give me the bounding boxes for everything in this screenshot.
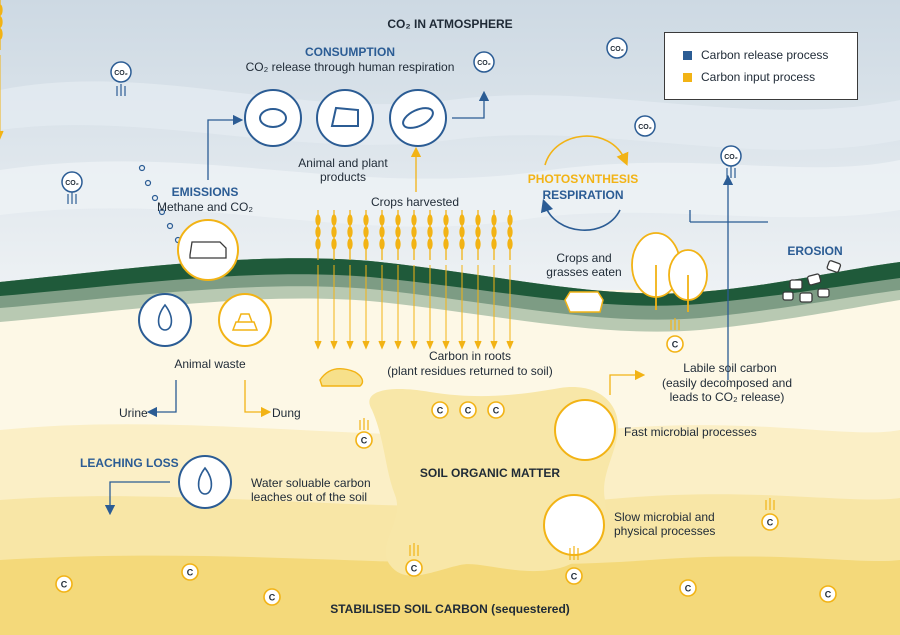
water-drop-icon	[178, 455, 232, 509]
emissions-desc: Methane and CO₂	[156, 200, 254, 214]
animal-plant-products-label: Animal and plant products	[298, 156, 388, 184]
carbon-marker: C	[355, 431, 373, 449]
co2-marker: CO₂	[606, 37, 628, 59]
svg-text:CO₂: CO₂	[610, 46, 624, 53]
carbon-marker: C	[181, 563, 199, 581]
respiration-label: RESPIRATION	[542, 188, 624, 202]
carbon-marker: C	[431, 401, 449, 419]
svg-text:C: C	[187, 568, 194, 578]
carbon-marker: C	[263, 588, 281, 606]
legend: Carbon release process Carbon input proc…	[664, 32, 858, 100]
animal-waste-label: Animal waste	[174, 357, 246, 371]
photosynthesis-label: PHOTOSYNTHESIS	[527, 172, 639, 186]
fast-microbial-icon	[554, 399, 616, 461]
dung-icon	[218, 293, 272, 347]
legend-input: Carbon input process	[683, 70, 815, 84]
carbon-marker: C	[666, 335, 684, 353]
labile-title: Labile soil carbon	[683, 361, 777, 375]
erosion-rocks-icon	[782, 260, 842, 303]
urine-label: Urine	[119, 406, 148, 420]
svg-text:C: C	[269, 593, 276, 603]
stabilised-label: STABILISED SOIL CARBON (sequestered)	[330, 602, 570, 616]
co2-marker: CO₂	[473, 51, 495, 73]
svg-text:C: C	[571, 572, 578, 582]
carbon-marker: C	[819, 585, 837, 603]
carbon-marker: C	[405, 559, 423, 577]
carbon-marker: C	[487, 401, 505, 419]
carbon-marker: C	[565, 567, 583, 585]
carbon-in-roots-sub: (plant residues returned to soil)	[387, 364, 553, 378]
legend-input-label: Carbon input process	[701, 70, 816, 84]
crops-harvested-label: Crops harvested	[370, 195, 460, 209]
meat-icon	[244, 89, 302, 147]
residue-icon	[319, 368, 364, 387]
svg-text:CO₂: CO₂	[724, 154, 738, 161]
atmosphere-label: CO₂ IN ATMOSPHERE	[387, 17, 513, 31]
dung-label: Dung	[272, 406, 301, 420]
slow-microbial-label: Slow microbial and physical processes	[614, 510, 716, 538]
svg-text:C: C	[61, 580, 68, 590]
svg-text:C: C	[493, 406, 500, 416]
co2-marker: CO₂	[720, 145, 742, 167]
co2-marker: CO₂	[61, 171, 83, 193]
svg-text:C: C	[672, 340, 679, 350]
carbon-marker: C	[761, 513, 779, 531]
urine-icon	[138, 293, 192, 347]
svg-text:C: C	[825, 590, 832, 600]
soil-organic-matter-label: SOIL ORGANIC MATTER	[419, 466, 561, 480]
svg-text:C: C	[767, 518, 774, 528]
co2-marker: CO₂	[634, 115, 656, 137]
trees-icon	[631, 232, 708, 312]
cheese-icon	[316, 89, 374, 147]
svg-text:CO₂: CO₂	[638, 124, 652, 131]
grazing-cow-icon	[564, 291, 604, 313]
legend-release-swatch	[683, 51, 692, 60]
cow-icon	[177, 219, 239, 281]
fast-microbial-label: Fast microbial processes	[624, 425, 757, 439]
crops-grasses-eaten-label: Crops and grasses eaten	[546, 251, 622, 279]
co2-marker: CO₂	[110, 61, 132, 83]
carbon-in-roots-label: Carbon in roots	[428, 349, 512, 363]
carbon-markers: C C C C C C C C C C C C C	[55, 335, 837, 606]
bread-icon	[389, 89, 447, 147]
svg-text:C: C	[437, 406, 444, 416]
carbon-marker: C	[679, 579, 697, 597]
wheat-field	[0, 0, 514, 349]
svg-text:C: C	[411, 564, 418, 574]
labile-desc: (easily decomposed and leads to CO₂ rele…	[661, 376, 793, 404]
legend-release: Carbon release process	[683, 48, 828, 62]
emissions-title: EMISSIONS	[171, 185, 239, 199]
carbon-marker: C	[55, 575, 73, 593]
consumption-desc: CO₂ release through human respiration	[245, 60, 455, 74]
co2-markers: CO₂ CO₂ CO₂ CO₂ CO₂ CO₂	[61, 37, 742, 193]
carbon-marker: C	[459, 401, 477, 419]
leaching-title: LEACHING LOSS	[80, 456, 179, 470]
svg-text:C: C	[361, 436, 368, 446]
svg-text:CO₂: CO₂	[65, 180, 79, 187]
svg-text:CO₂: CO₂	[477, 60, 491, 67]
legend-input-swatch	[683, 73, 692, 82]
leaching-desc: Water soluable carbon leaches out of the…	[251, 476, 371, 504]
svg-text:CO₂: CO₂	[114, 70, 128, 77]
consumption-title: CONSUMPTION	[305, 45, 395, 59]
svg-text:C: C	[465, 406, 472, 416]
legend-release-label: Carbon release process	[701, 48, 829, 62]
erosion-label: EROSION	[787, 244, 843, 258]
svg-text:C: C	[685, 584, 692, 594]
